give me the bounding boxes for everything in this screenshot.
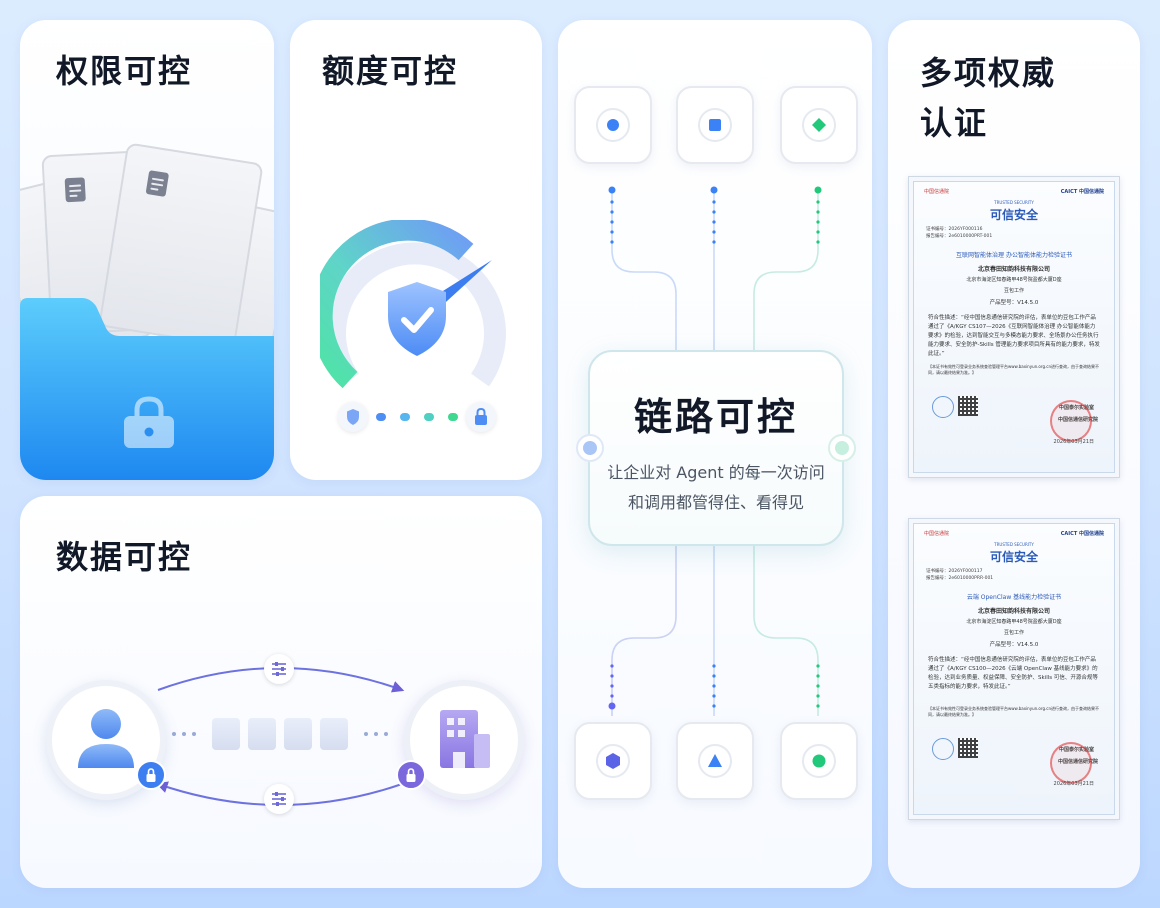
enterprise-avatar (404, 680, 524, 800)
progress-dot (376, 413, 386, 421)
cert-brand-en: TRUSTED SECURITY (994, 542, 1034, 547)
certification-title-line-2: 认证 (920, 104, 989, 142)
cert-brand-en: TRUSTED SECURITY (994, 200, 1034, 205)
cert-company: 北京春田知韵科技有限公司 (977, 266, 1050, 273)
cert-body: 符合性描述：“经中国信息通信研究院的评估，表单位的豆包工作产品通过了《A/KGY… (928, 315, 1100, 357)
cert-brand: 可信安全 (989, 208, 1038, 222)
cert-model: 产品型号：V14.5.0 (989, 300, 1039, 306)
permission-card-title: 权限可控 (56, 52, 193, 90)
certification-card-title: 多项权威 认证 (920, 48, 1056, 148)
cert-date: 2026年03月21日 (1053, 781, 1094, 787)
permission-card: 权限可控 (20, 20, 274, 480)
cert-no: 2026YF000116 (948, 227, 983, 232)
progress-dot (448, 413, 458, 421)
red-stamp-icon (1050, 742, 1092, 784)
cert-model: 产品型号：V14.5.0 (989, 642, 1039, 648)
cert-address: 北京市海淀区知春路甲48号院盈都大厦D座 (966, 277, 1062, 283)
user-icon (78, 709, 134, 768)
chain-node-bottom-3 (780, 722, 858, 800)
report-no-label: 报告编号： (926, 576, 949, 581)
lock-icon (124, 396, 174, 448)
hexagon-icon (596, 744, 630, 778)
report-no: 2e6010000PRT-001 (948, 234, 993, 239)
file-icon (212, 718, 240, 750)
qr-code-icon (958, 396, 978, 416)
circle-icon (596, 108, 630, 142)
certificate-1[interactable]: 中国信通院 CAICT 中国信通院 TRUSTED SECURITY 可信安全 … (908, 176, 1120, 478)
chain-subtitle-line-2: 和调用都管得住、看得见 (627, 493, 804, 512)
chain-card: 链路可控 让企业对 Agent 的每一次访问 和调用都管得住、看得见 (558, 20, 872, 888)
filter-settings-icon (264, 784, 294, 814)
folder-icon (20, 298, 274, 480)
shield-check-icon (388, 282, 446, 356)
file-icon (284, 718, 312, 750)
cert-org-right: CAICT 中国信通院 (1060, 531, 1104, 537)
quota-card-title: 额度可控 (322, 52, 459, 90)
lock-step-icon (466, 402, 496, 432)
file-icon (320, 718, 348, 750)
cert-org-right: CAICT 中国信通院 (1060, 189, 1104, 195)
cert-company: 北京春田知韵科技有限公司 (977, 608, 1050, 615)
chain-node-top-3 (780, 86, 858, 164)
cloud-seal-icon (932, 396, 954, 418)
cert-name: 互联网智能体治理 办公智能体能力检验证书 (956, 252, 1072, 259)
document-icon (64, 177, 86, 203)
filter-settings-icon (264, 654, 294, 684)
square-icon (698, 108, 732, 142)
chain-subtitle-line-1: 让企业对 Agent 的每一次访问 (607, 463, 825, 482)
cloud-seal-icon (932, 738, 954, 760)
cert-no-label: 证书编号： (926, 227, 949, 232)
lock-badge-icon (396, 760, 426, 790)
certificate-2[interactable]: 中国信通院 CAICT 中国信通院 TRUSTED SECURITY 可信安全 … (908, 518, 1120, 820)
cert-product: 豆包工作 (1003, 288, 1024, 294)
lock-badge-icon (136, 760, 166, 790)
cert-brand: 可信安全 (989, 550, 1038, 564)
cert-name: 云端 OpenClaw 基线能力检验证书 (966, 594, 1062, 601)
progress-dot (400, 413, 410, 421)
certification-title-line-1: 多项权威 (920, 54, 1057, 92)
data-card-title: 数据可控 (56, 538, 193, 576)
cert-org-left: 中国信通院 (924, 531, 950, 537)
chain-center-panel: 链路可控 让企业对 Agent 的每一次访问 和调用都管得住、看得见 (588, 350, 844, 546)
chain-node-top-2 (676, 86, 754, 164)
cert-body: 符合性描述：“经中国信息通信研究院的评估，表单位的豆包工作产品通过了《A/KGY… (928, 657, 1098, 690)
cert-address: 北京市海淀区知春路甲48号院盈都大厦D座 (966, 619, 1062, 625)
quota-card: 额度可控 (290, 20, 542, 480)
progress-dot (424, 413, 434, 421)
qr-code-icon (958, 738, 978, 758)
triangle-icon (698, 744, 732, 778)
certification-card: 多项权威 认证 中国信通院 CAICT 中国信通院 TRUSTED SECURI… (888, 20, 1140, 888)
red-stamp-icon (1050, 400, 1092, 442)
chain-node-bottom-1 (574, 722, 652, 800)
file-icon (248, 718, 276, 750)
report-no-label: 报告编号： (926, 234, 949, 239)
chain-card-title: 链路可控 (633, 395, 798, 439)
shield-step-icon (338, 402, 368, 432)
chain-card-subtitle: 让企业对 Agent 的每一次访问 和调用都管得住、看得见 (590, 458, 842, 518)
chain-connector-lines (608, 186, 822, 716)
chain-node-top-1 (574, 86, 652, 164)
cert-date: 2026年03月21日 (1053, 439, 1094, 445)
cert-org-left: 中国信通院 (924, 189, 950, 195)
chain-port-right-icon (828, 434, 856, 462)
document-icon (145, 170, 170, 197)
diamond-icon (802, 108, 836, 142)
cert-product: 豆包工作 (1003, 630, 1024, 636)
chain-port-left-icon (576, 434, 604, 462)
cert-no-label: 证书编号： (926, 569, 949, 574)
building-icon (440, 710, 490, 768)
data-card: 数据可控 (20, 496, 542, 888)
circle-icon (802, 744, 836, 778)
cert-note: 【本证书有效性可登录业务系统查验管理平台www.baxinyun.org.cn进… (928, 364, 1099, 375)
report-no: 2e6010000PRR-001 (948, 576, 994, 581)
cert-note: 【本证书有效性可登录业务系统查验管理平台www.baxinyun.org.cn进… (928, 706, 1099, 717)
chain-node-bottom-2 (676, 722, 754, 800)
cert-no: 2026YF000117 (948, 569, 983, 574)
